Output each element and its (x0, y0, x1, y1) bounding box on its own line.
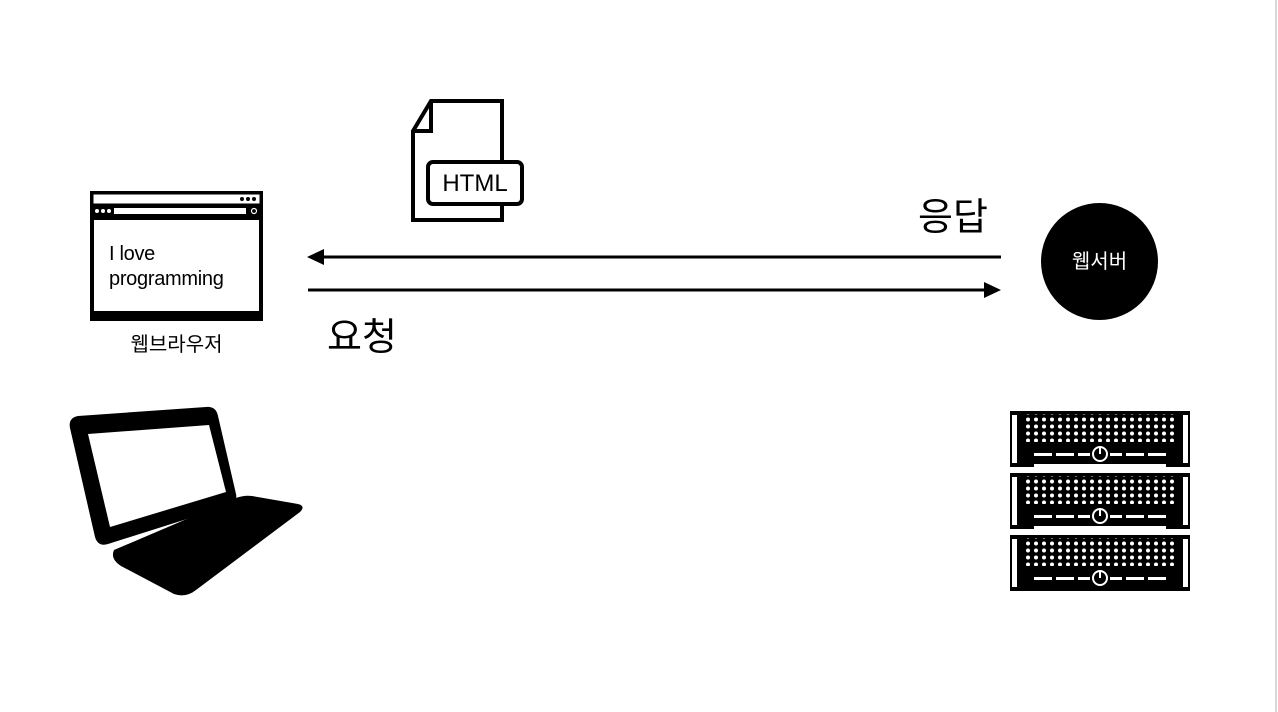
browser-content-line: programming (109, 268, 224, 290)
web-server-circle (1041, 203, 1158, 320)
request-label: 요청 (327, 315, 397, 359)
request-arrow (308, 282, 1001, 298)
right-edge-divider (1275, 0, 1277, 712)
html-file-icon (411, 99, 524, 222)
html-file-label: HTML (442, 170, 508, 197)
browser-window-icon (90, 191, 263, 321)
response-label: 응답 (918, 195, 988, 239)
browser-label: 웹브라우저 (130, 332, 223, 356)
browser-content-line: I love (109, 243, 156, 265)
laptop-icon (69, 406, 303, 596)
web-server-label: 웹서버 (1071, 249, 1128, 273)
server-rack-icon (1010, 411, 1190, 591)
response-arrow (307, 249, 1001, 265)
browser-content-text: I love programming (109, 242, 254, 292)
request-response-arrows (307, 249, 1001, 298)
